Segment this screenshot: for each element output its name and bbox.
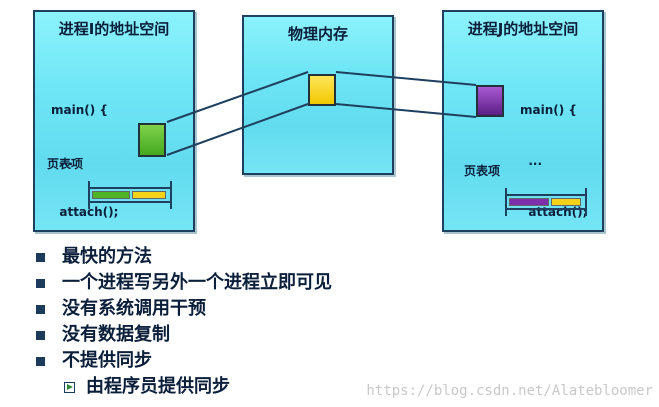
pte-cell-frame — [132, 191, 166, 199]
process-i-page-table-entry — [88, 181, 172, 209]
pte-cell-page — [92, 191, 130, 199]
code-line: attach(); — [51, 205, 119, 219]
square-bullet-icon — [36, 279, 45, 288]
pte-cell-frame — [551, 198, 581, 206]
square-bullet-icon — [36, 305, 45, 314]
code-line: ... — [520, 154, 543, 168]
bullet-item: 不提供同步 — [36, 348, 332, 374]
square-bullet-icon — [36, 331, 45, 340]
bullet-text: 最快的方法 — [62, 246, 152, 267]
process-j-page-table-entry — [505, 188, 587, 216]
bullet-item: 没有系统调用干预 — [36, 296, 332, 322]
pte-cell-page — [509, 198, 549, 206]
bullet-text: 不提供同步 — [62, 350, 152, 371]
process-i-pte-label: 页表项 — [47, 157, 84, 171]
mapping-line — [335, 71, 477, 86]
bullet-text: 没有数据复制 — [62, 324, 170, 345]
mapping-line — [166, 103, 309, 156]
process-i-code: main() { ... attach(); — [51, 68, 118, 255]
bullet-item: 最快的方法 — [36, 244, 332, 270]
process-j-address-space: 进程J的地址空间 main() { ... attach(); 页表项 — [442, 10, 604, 232]
process-j-title: 进程J的地址空间 — [467, 20, 579, 38]
bullet-item: 没有数据复制 — [36, 322, 332, 348]
watermark: https://blog.csdn.net/Alatebloomer — [366, 383, 653, 399]
square-bullet-icon — [36, 357, 45, 366]
process-i-shared-page — [138, 123, 166, 157]
process-i-title: 进程I的地址空间 — [58, 20, 170, 38]
process-j-pte-label: 页表项 — [464, 164, 501, 178]
mapping-line — [166, 71, 309, 123]
mapping-line — [335, 103, 477, 118]
physical-memory-shared-frame — [308, 74, 336, 106]
bullet-list: 最快的方法 一个进程写另外一个进程立即可见 没有系统调用干预 没有数据复制 不提… — [36, 244, 332, 400]
square-bullet-icon — [36, 253, 45, 262]
sub-bullet-item: 由程序员提供同步 — [36, 374, 332, 400]
bullet-item: 一个进程写另外一个进程立即可见 — [36, 270, 332, 296]
physical-memory-title: 物理内存 — [287, 25, 348, 43]
sub-bullet-text: 由程序员提供同步 — [86, 376, 230, 397]
code-line: ... — [51, 154, 74, 168]
bullet-text: 没有系统调用干预 — [62, 298, 206, 319]
code-line: main() { — [520, 103, 577, 117]
code-line: main() { — [51, 103, 108, 117]
bullet-text: 一个进程写另外一个进程立即可见 — [62, 272, 332, 293]
triangle-bullet-icon — [64, 382, 75, 393]
process-j-shared-page — [476, 85, 504, 117]
